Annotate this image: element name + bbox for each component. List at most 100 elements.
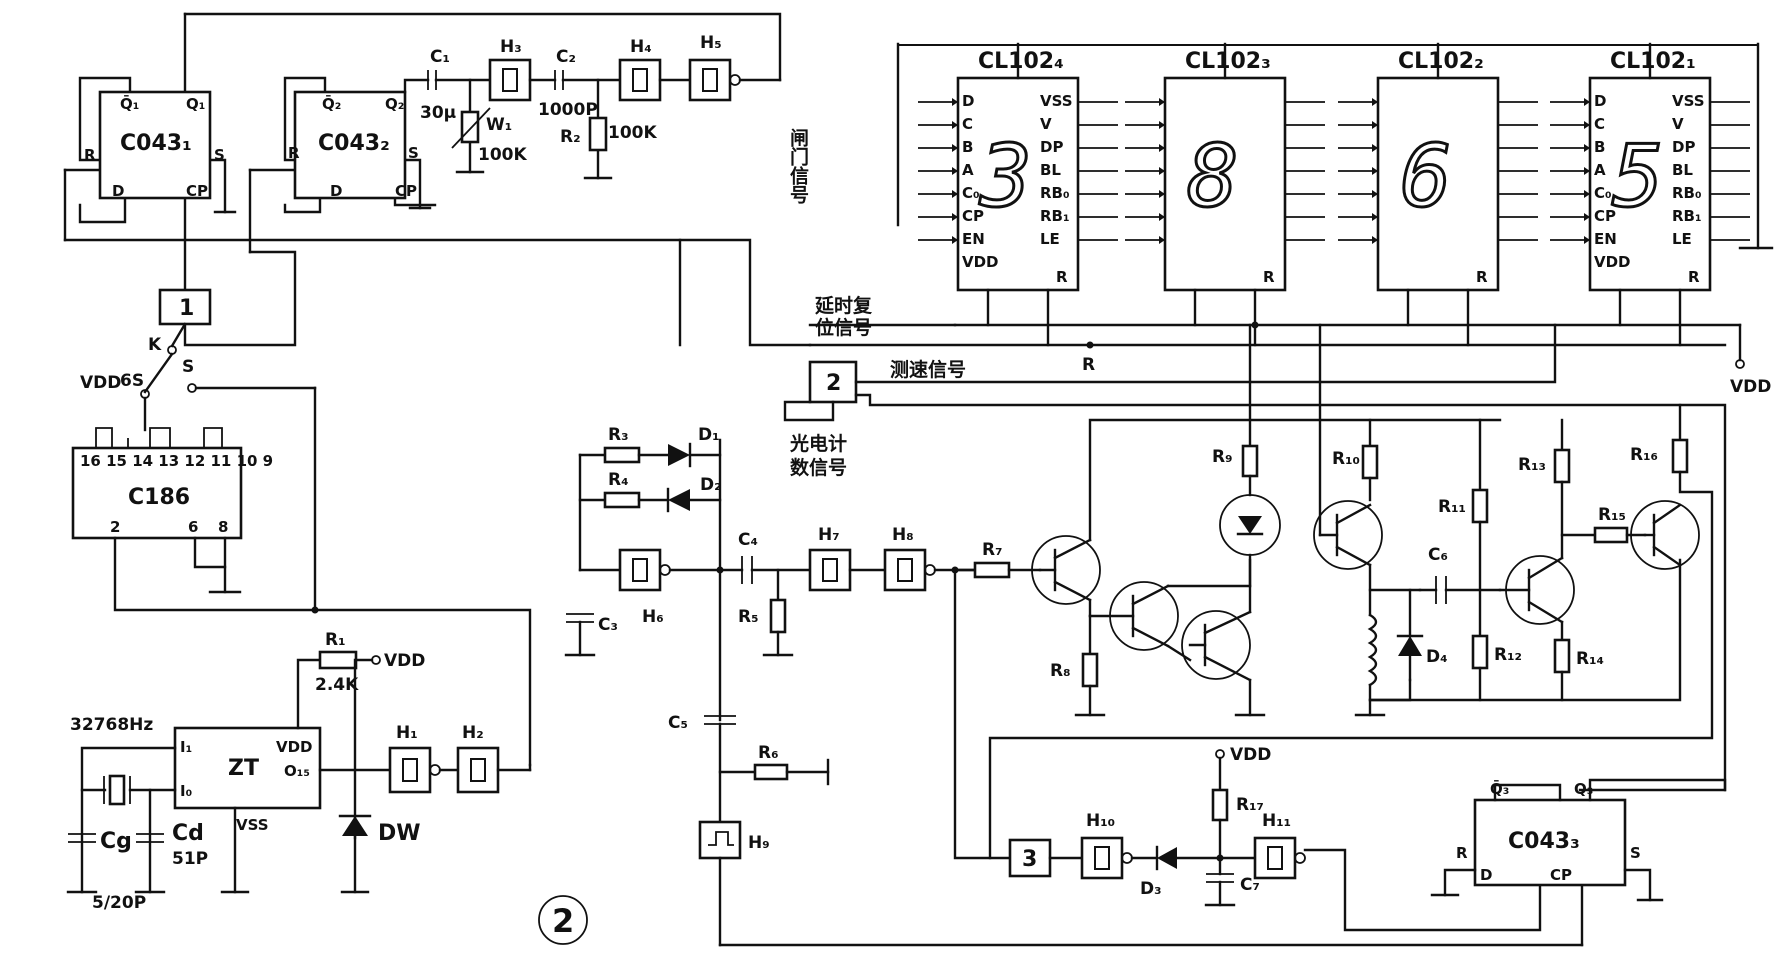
display-pin-right: RB₁ [1672, 207, 1702, 225]
display-group: CL102₄3RDCBAC₀CPENVDDVSSVDPBLRB₀RB₁LECL1… [918, 42, 1750, 347]
display-label: CL102₃ [1185, 49, 1271, 74]
h5-label: H₅ [700, 33, 722, 53]
c186-pin2: 2 [110, 518, 120, 536]
h3-label: H₃ [500, 37, 522, 57]
switch-s-label: S [182, 357, 194, 377]
r16-label: R₁₆ [1630, 445, 1658, 465]
d4-label: D₄ [1426, 647, 1448, 667]
display-pin-left: A [1594, 161, 1606, 179]
display-arrow [1584, 190, 1590, 198]
reset-signal-2: 位信号 [815, 316, 872, 339]
display-digit: 3 [979, 127, 1032, 227]
r17-resistor [1211, 788, 1229, 822]
reset-signal-1: 延时复 [814, 294, 873, 317]
display-pin-right: VSS [1672, 92, 1705, 110]
display-arrow [1584, 121, 1590, 129]
gate-signal-chain: C₁ 30μ W₁ 100K H₃ C₂ 1000P R₂ 100K H₄ H₅ [403, 33, 782, 180]
cg-value: 5/20P [92, 893, 146, 913]
r11-label: R₁₁ [1438, 497, 1466, 517]
display-digit: 6 [1400, 127, 1452, 227]
r8-resistor [1081, 652, 1099, 688]
zt-label: ZT [228, 756, 259, 781]
display-pin-right: V [1040, 115, 1052, 133]
display-arrow [1372, 98, 1378, 106]
reset-r-label: R [1082, 355, 1095, 375]
c043-3-q: Q₃ [1574, 780, 1593, 798]
h1-label: H₁ [396, 723, 418, 743]
r10-resistor [1361, 444, 1379, 480]
r3-resistor [603, 446, 641, 464]
display-pin-right: DP [1672, 138, 1695, 156]
d2-label: D₂ [700, 475, 722, 495]
c6-label: C₆ [1428, 545, 1448, 565]
c5-label: C₅ [668, 713, 688, 733]
display-pin-left: A [962, 161, 974, 179]
c043-1-qbar: Q̄₁ [120, 93, 139, 113]
zt-vss: VSS [236, 816, 269, 834]
c043-3-d: D [1480, 866, 1492, 884]
display-arrow [1372, 213, 1378, 221]
c043-1-d: D [112, 182, 124, 200]
display-pin-left: VDD [1594, 253, 1631, 271]
h2-label: H₂ [462, 723, 484, 743]
gate3-label: 3 [1022, 847, 1037, 872]
r15-label: R₁₅ [1598, 505, 1626, 525]
r5-label: R₅ [738, 607, 759, 627]
r6-label: R₆ [758, 743, 779, 763]
c186-pin6: 6 [188, 518, 198, 536]
display-arrow [952, 190, 958, 198]
display-arrow [1584, 167, 1590, 175]
c1-value: 30μ [420, 103, 456, 123]
c3-label: C₃ [598, 615, 618, 635]
zt-vdd: VDD [276, 738, 313, 756]
c043-2-q: Q₂ [385, 95, 404, 113]
r1-label: R₁ [325, 630, 346, 650]
display-bus-wires: VDD R 延时复 位信号 [678, 42, 1774, 397]
dw-label: DW [378, 821, 421, 846]
display-r-pin: R [1688, 268, 1700, 286]
c186-label: C186 [128, 485, 190, 510]
display-arrow [1159, 213, 1165, 221]
h9-label: H₉ [748, 833, 770, 853]
display-arrow [1584, 213, 1590, 221]
xtal-label: 32768Hz [70, 715, 153, 735]
speed-signal-gate: 2 测速信号 光电计 数信号 [783, 323, 1727, 792]
crystal [108, 774, 126, 806]
display-arrow [1372, 167, 1378, 175]
h6-label: H₆ [642, 607, 664, 627]
r14-label: R₁₄ [1576, 649, 1604, 669]
c1-label: C₁ [430, 47, 450, 67]
vdd-r1: VDD [384, 651, 425, 671]
display-arrow [1584, 98, 1590, 106]
display-pin-left: VDD [962, 253, 999, 271]
zt-o15: O₁₅ [284, 762, 310, 780]
display-pin-left: C [1594, 115, 1605, 133]
bottom-logic: 3 H₁₀ D₃ VDD R₁₇ C₇ H₁₁ C043₃ Q̄₃ Q₃ R S… [1008, 745, 1727, 932]
c043-2-r: R [288, 144, 300, 162]
switch-k-label: K [148, 335, 162, 355]
display-arrow [952, 121, 958, 129]
gate-signal-label: 闸门信号 [787, 128, 809, 204]
c043-3-qbar: Q̄₃ [1490, 778, 1509, 798]
display-pin-right: BL [1672, 161, 1693, 179]
display-arrow [952, 213, 958, 221]
w1-label: W₁ [486, 115, 512, 135]
c043-1-label: C043₁ [120, 131, 192, 156]
zt-oscillator: ZT I₁ I₀ VDD O₁₅ VSS R₁ 2.4K VDD DW H₁ H… [66, 630, 532, 913]
display-arrow [1372, 190, 1378, 198]
r2-value: 100K [608, 123, 657, 143]
display-r-pin: R [1056, 268, 1068, 286]
c043-1-r: R [84, 146, 96, 164]
display-pin-left: C₀ [1594, 184, 1612, 202]
r12-label: R₁₂ [1494, 645, 1522, 665]
zt-i0: I₀ [180, 782, 192, 800]
display-pin-right: DP [1040, 138, 1063, 156]
r4-resistor [603, 491, 641, 509]
display-arrow [1159, 121, 1165, 129]
display-pin-right: V [1672, 115, 1684, 133]
speed-signal-text: 测速信号 [890, 358, 966, 381]
display-arrow [952, 98, 958, 106]
c043-2-chip: C043₂ Q̄₂ Q₂ R S D CP [248, 76, 437, 254]
r7-resistor [973, 561, 1011, 579]
